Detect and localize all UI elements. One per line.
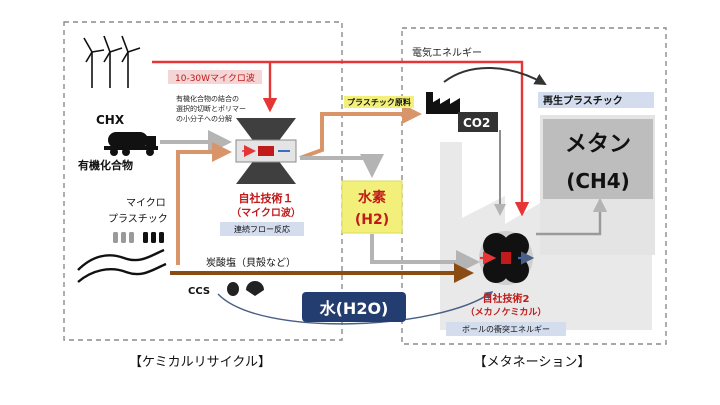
microwave-power-box [168, 70, 262, 84]
methane-label-1: メタン [565, 132, 631, 157]
organic-compounds-label: 有機化合物 [78, 158, 133, 172]
factory-icon [426, 92, 460, 114]
co2-box [458, 112, 498, 132]
micro-plastic-label-2: プラスチック [108, 213, 168, 225]
reactor-to-hydrogen-arrow [300, 154, 384, 178]
co2-label: CO2 [463, 116, 490, 130]
decomposition-note-1: 有機化合物の結合の [176, 94, 239, 103]
feedstock-arrow [299, 104, 422, 160]
hydrogen-label-1: 水素 [358, 189, 386, 206]
microplastic-to-reactor-arrow [176, 142, 232, 265]
decomposition-note-3: の小分子への分解 [176, 114, 232, 123]
continuous-flow-label: 連続フロー反応 [234, 224, 290, 234]
methane-label-2: (CH4) [566, 169, 630, 193]
carbonate-label: 炭酸塩（貝殻など） [206, 256, 296, 269]
microwave-reactor-icon [235, 118, 297, 184]
shells-icon [227, 281, 264, 296]
methanation-caption: 【メタネーション】 [474, 355, 591, 370]
hydrogen-box [341, 180, 403, 234]
tanker-truck-icon [104, 132, 158, 156]
tech2-title-1: 自社技術2 [483, 292, 530, 305]
electric-energy-arrow-red [152, 60, 530, 217]
recycled-plastic-box [538, 92, 654, 108]
chx-label: CHX [96, 113, 125, 127]
ccs-label: CCS [188, 286, 210, 297]
water-box [302, 292, 406, 322]
recycled-plastic-label: 再生プラスチック [543, 94, 623, 107]
microwave-power-label: 10-30Wマイクロ波 [175, 72, 255, 84]
tech1-title-2: （マイクロ波） [231, 206, 301, 219]
micro-plastic-label-1: マイクロ [126, 197, 166, 209]
methane-box [543, 119, 653, 199]
hydrogen-to-reactor2-arrow [370, 234, 480, 274]
ccs-loop-arrow [217, 291, 494, 325]
chemical-recycling-caption: 【ケミカルリサイクル】 [129, 355, 271, 370]
hydrogen-label-2: (H2) [355, 212, 389, 228]
water-label: 水(H2O) [320, 299, 389, 318]
ball-energy-label: ボールの衝突エネルギー [462, 324, 550, 334]
continuous-flow-box [220, 222, 304, 236]
electric-energy-label: 電気エネルギー [412, 46, 482, 59]
wind-turbine-icon [83, 35, 141, 88]
decomposition-note-2: 選択的切断とポリマー [176, 104, 246, 113]
electric-energy-arrow-dark [443, 66, 547, 85]
ocean-wave-icon [77, 248, 167, 283]
tech2-title-2: （メカノケミカル） [466, 307, 547, 318]
tech1-title-1: 自社技術１ [239, 191, 294, 205]
plastic-feedstock-box [344, 96, 414, 108]
reactor2-to-methane-arrow [536, 197, 608, 236]
plastic-feedstock-label: プラスチック原料 [347, 97, 411, 107]
ball-energy-box [446, 322, 566, 336]
bottles-icon [113, 232, 164, 243]
mechanochemical-reactor-icon [479, 231, 535, 285]
